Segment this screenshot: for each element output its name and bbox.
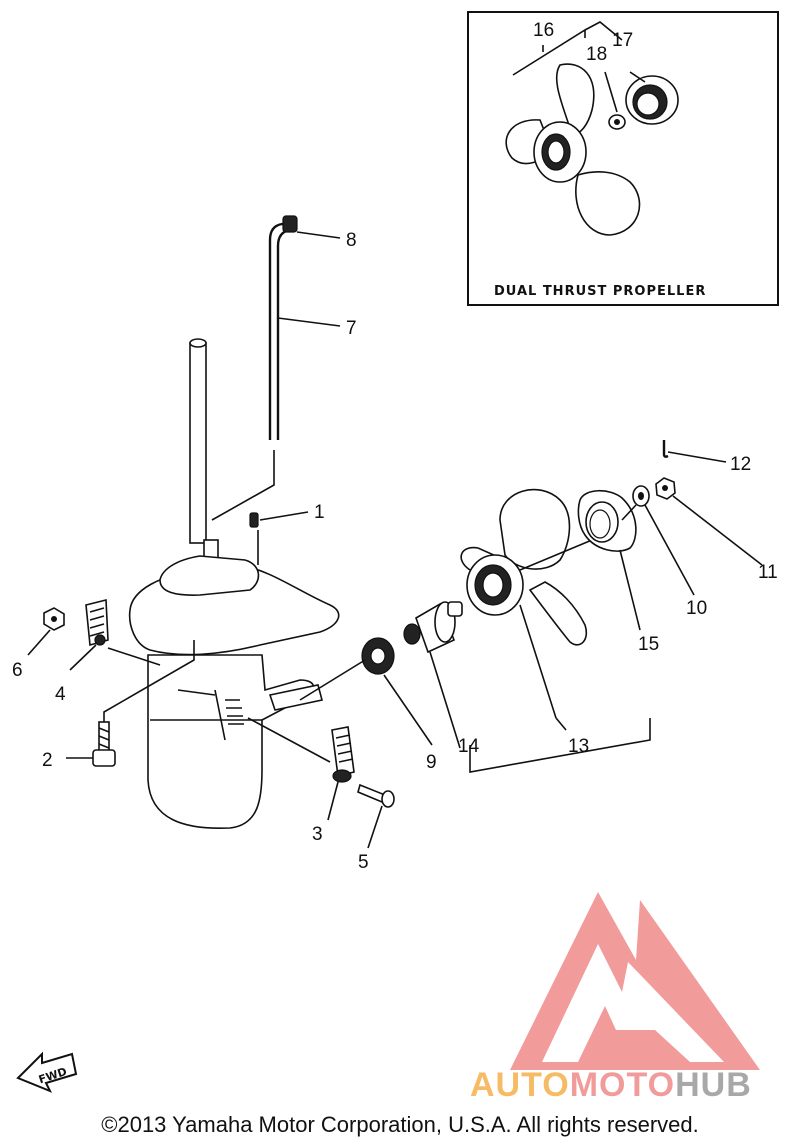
part-screw-5 <box>357 783 395 849</box>
part-label-9: 9 <box>426 752 437 773</box>
part-label-11: 11 <box>758 562 778 583</box>
part-washer-10 <box>632 485 695 596</box>
part-label-10: 10 <box>686 598 707 619</box>
part-label-4: 4 <box>55 684 66 705</box>
part-label-2: 2 <box>42 750 53 771</box>
inset-dual-thrust-propeller: 16 18 17 DUAL THRUST PROPELLER <box>467 11 779 306</box>
copyright-notice: ©2013 Yamaha Motor Corporation, U.S.A. A… <box>101 1112 699 1137</box>
part-pin-12 <box>662 440 727 463</box>
inset-caption: DUAL THRUST PROPELLER <box>494 284 706 299</box>
part-nut-11 <box>655 477 763 566</box>
bracket-13 <box>555 717 567 731</box>
part-bushing-14 <box>403 601 463 749</box>
watermark-hub: HUB <box>675 1066 752 1104</box>
watermark-auto: AUTO <box>470 1066 570 1104</box>
part-label-15: 15 <box>638 634 659 655</box>
fwd-arrow-icon: FWD <box>16 1051 78 1093</box>
part-propeller-13 <box>460 488 593 719</box>
part-label-1: 1 <box>314 502 325 523</box>
part-spacer-15 <box>577 489 641 631</box>
part-nut-6 <box>27 607 65 656</box>
bracket-13-14-15 <box>469 718 651 773</box>
part-label-3: 3 <box>312 824 323 845</box>
part-label-8: 8 <box>346 230 357 251</box>
part-tube-7 <box>211 215 341 521</box>
part-label-16: 16 <box>533 20 554 41</box>
part-label-14: 14 <box>458 736 480 757</box>
part-lower-unit-housing <box>103 338 340 830</box>
part-label-18: 18 <box>586 44 607 65</box>
part-anode-3 <box>327 726 355 821</box>
svg-text:AUTOMOTOHUB: AUTOMOTOHUB <box>470 1066 752 1104</box>
part-bolt-2 <box>66 721 116 767</box>
part-label-17: 17 <box>612 30 633 51</box>
part-label-13: 13 <box>568 736 589 757</box>
part-label-12: 12 <box>730 454 751 475</box>
part-pin-1 <box>249 511 309 528</box>
part-label-6: 6 <box>12 660 23 681</box>
automotohub-logo-icon: AUTOMOTOHUB <box>470 892 760 1104</box>
part-label-7: 7 <box>346 318 357 339</box>
part-washer-9 <box>299 637 433 746</box>
part-label-5: 5 <box>358 852 369 873</box>
part-anode-4 <box>69 598 109 671</box>
watermark-moto: MOTO <box>570 1066 675 1104</box>
